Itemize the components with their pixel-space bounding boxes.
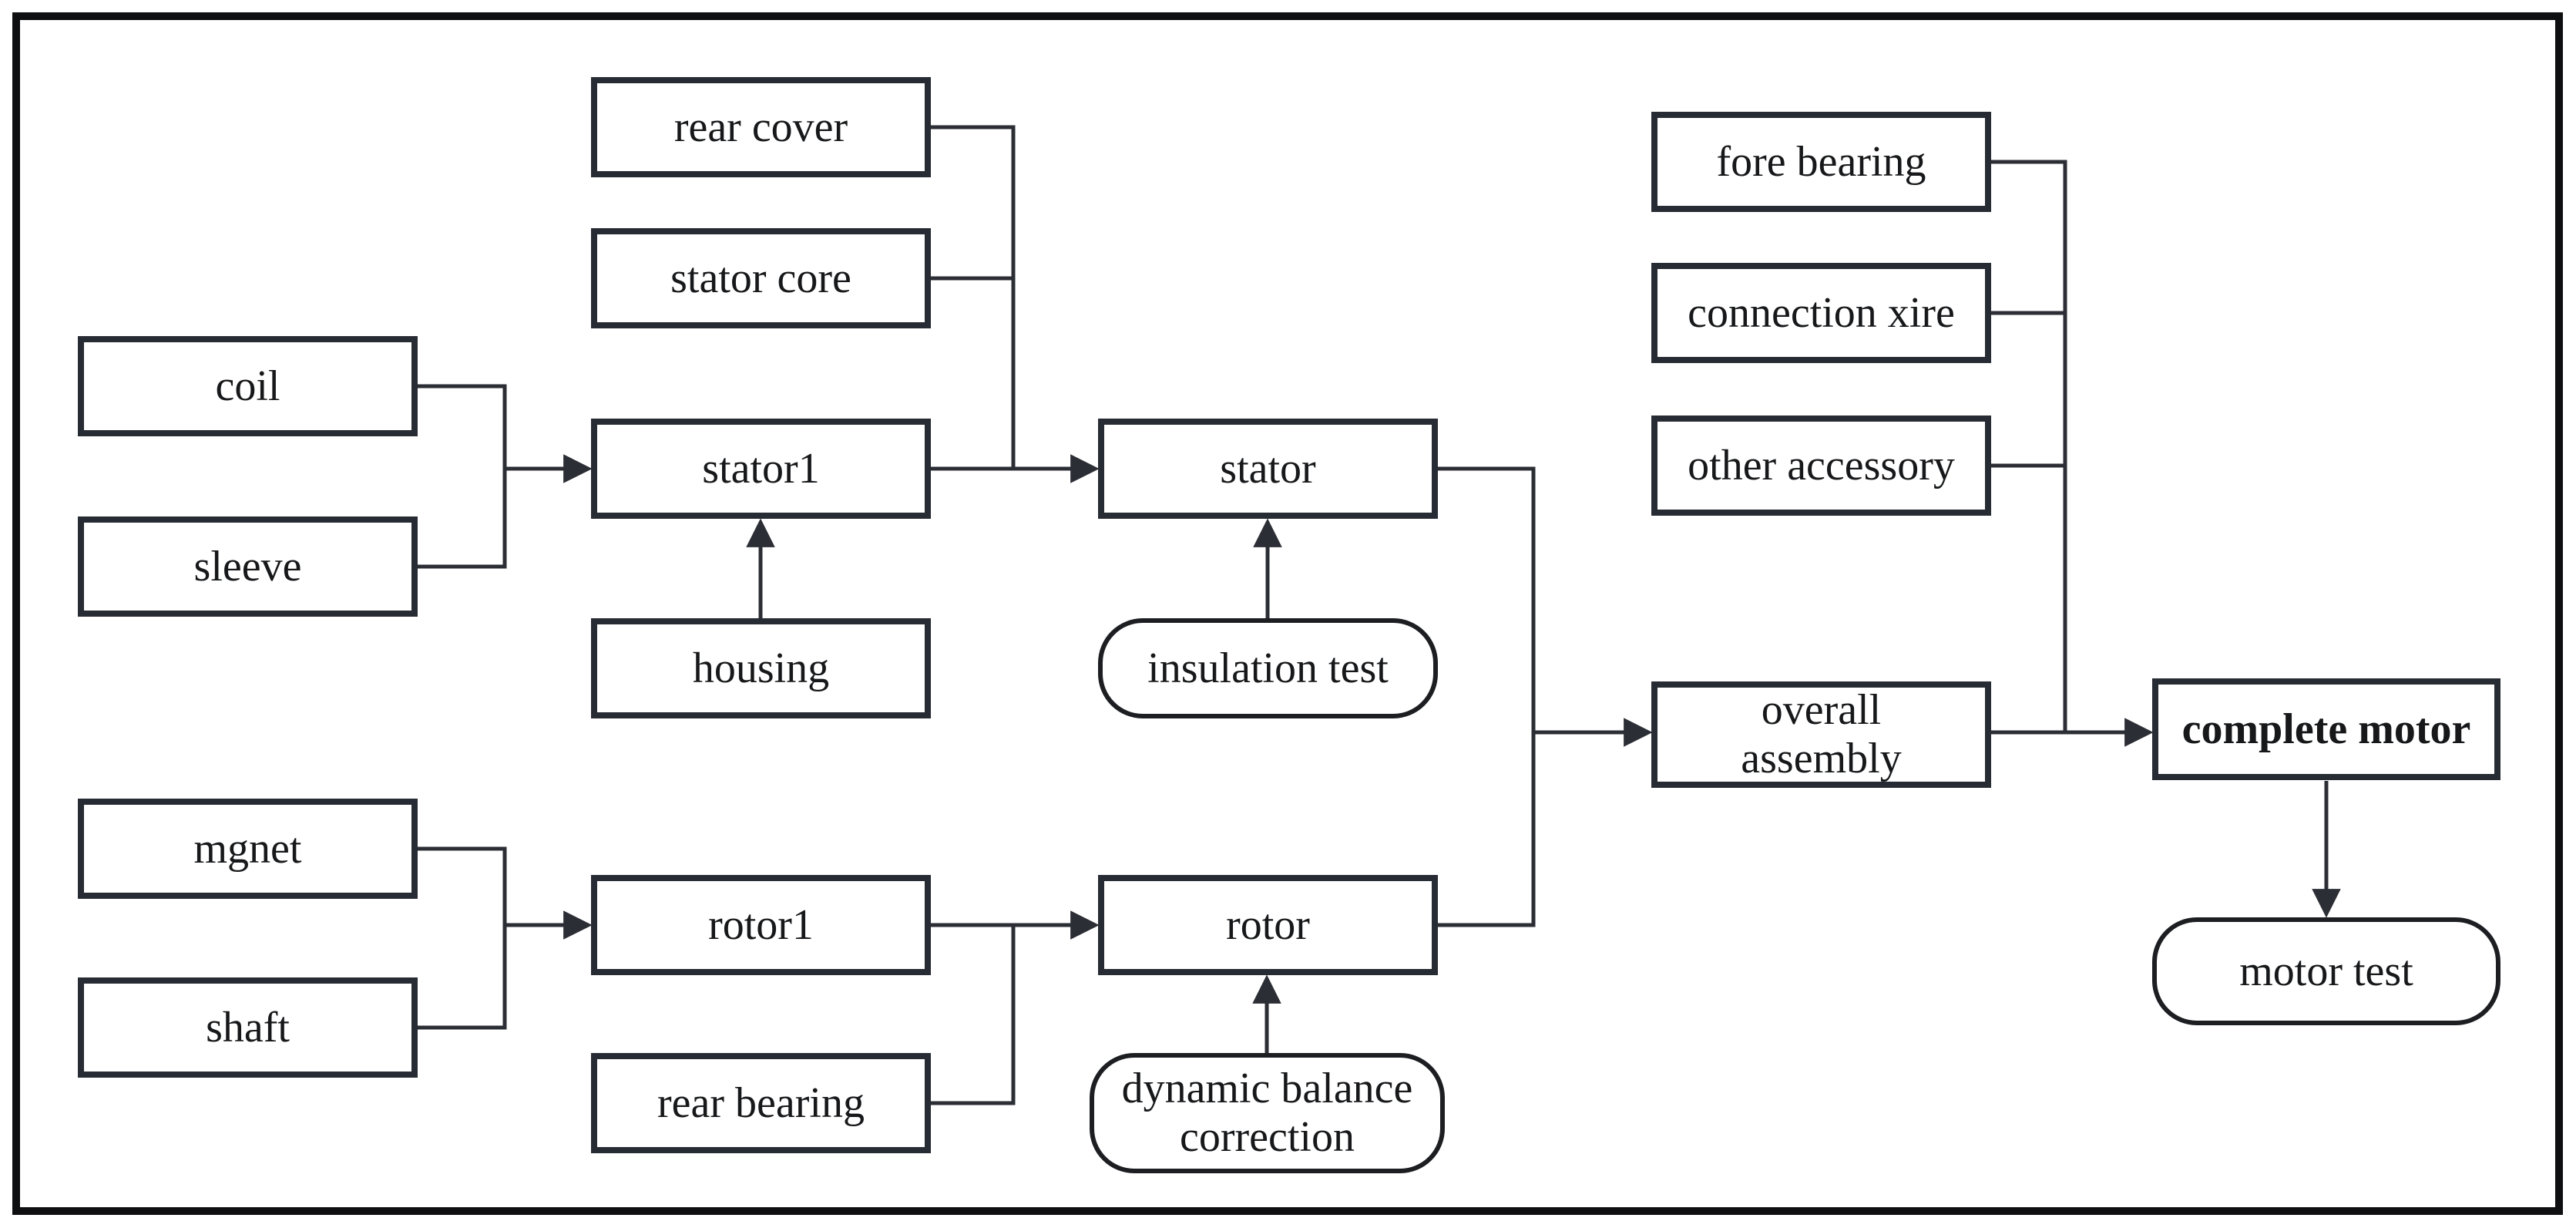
node-sleeve-label: sleeve — [193, 542, 302, 590]
node-motor-test: motor test — [2152, 917, 2500, 1025]
edge-rear-bearing-join — [931, 925, 1016, 1105]
node-fore-bearing-label: fore bearing — [1716, 137, 1926, 186]
node-stator1-label: stator1 — [702, 444, 820, 493]
node-other-accessory-label: other accessory — [1688, 441, 1955, 490]
node-dynamic-balance-correction-label: dynamic balance correction — [1121, 1065, 1413, 1161]
node-rotor1: rotor1 — [591, 875, 931, 975]
node-coil-label: coil — [215, 362, 280, 410]
edge-rotor-merge — [1438, 732, 1536, 927]
node-rear-bearing-label: rear bearing — [657, 1078, 865, 1127]
node-rotor: rotor — [1098, 875, 1438, 975]
node-mgnet-label: mgnet — [193, 824, 302, 873]
node-connection-xire: connection xire — [1651, 263, 1991, 363]
node-connection-xire-label: connection xire — [1688, 288, 1955, 337]
node-complete-motor: complete motor — [2152, 678, 2500, 780]
node-overall-assembly-label: overall assembly — [1741, 686, 1902, 782]
node-rear-bearing: rear bearing — [591, 1053, 931, 1153]
node-sleeve: sleeve — [78, 516, 418, 617]
node-insulation-test: insulation test — [1098, 618, 1438, 718]
node-rear-cover-label: rear cover — [673, 103, 848, 151]
node-complete-motor-label: complete motor — [2181, 705, 2471, 753]
node-stator-core-label: stator core — [670, 254, 851, 302]
node-other-accessory: other accessory — [1651, 416, 1991, 516]
node-housing-label: housing — [692, 644, 830, 692]
node-rotor1-label: rotor1 — [708, 900, 814, 949]
node-stator1: stator1 — [591, 419, 931, 519]
node-coil: coil — [78, 336, 418, 436]
edge-stator-merge — [1438, 466, 1536, 732]
node-dynamic-balance-correction: dynamic balance correction — [1090, 1053, 1445, 1173]
node-stator-core: stator core — [591, 228, 931, 328]
node-mgnet: mgnet — [78, 799, 418, 899]
node-insulation-test-label: insulation test — [1147, 644, 1389, 692]
node-fore-bearing: fore bearing — [1651, 112, 1991, 212]
node-shaft-label: shaft — [206, 1003, 290, 1051]
node-shaft: shaft — [78, 977, 418, 1078]
node-rotor-label: rotor — [1226, 900, 1310, 949]
edge-mgnet-shaft-bracket — [418, 846, 507, 1030]
node-housing: housing — [591, 618, 931, 718]
node-motor-test-label: motor test — [2239, 947, 2413, 995]
edge-coil-sleeve-bracket — [418, 384, 507, 569]
node-stator: stator — [1098, 419, 1438, 519]
node-overall-assembly: overall assembly — [1651, 681, 1991, 788]
diagram-outer-border — [12, 12, 2563, 1215]
edge-rear-cover-join — [931, 125, 1016, 469]
node-stator-label: stator — [1220, 444, 1316, 493]
node-rear-cover: rear cover — [591, 77, 931, 177]
edge-fore-bearing-join — [1991, 160, 2067, 732]
